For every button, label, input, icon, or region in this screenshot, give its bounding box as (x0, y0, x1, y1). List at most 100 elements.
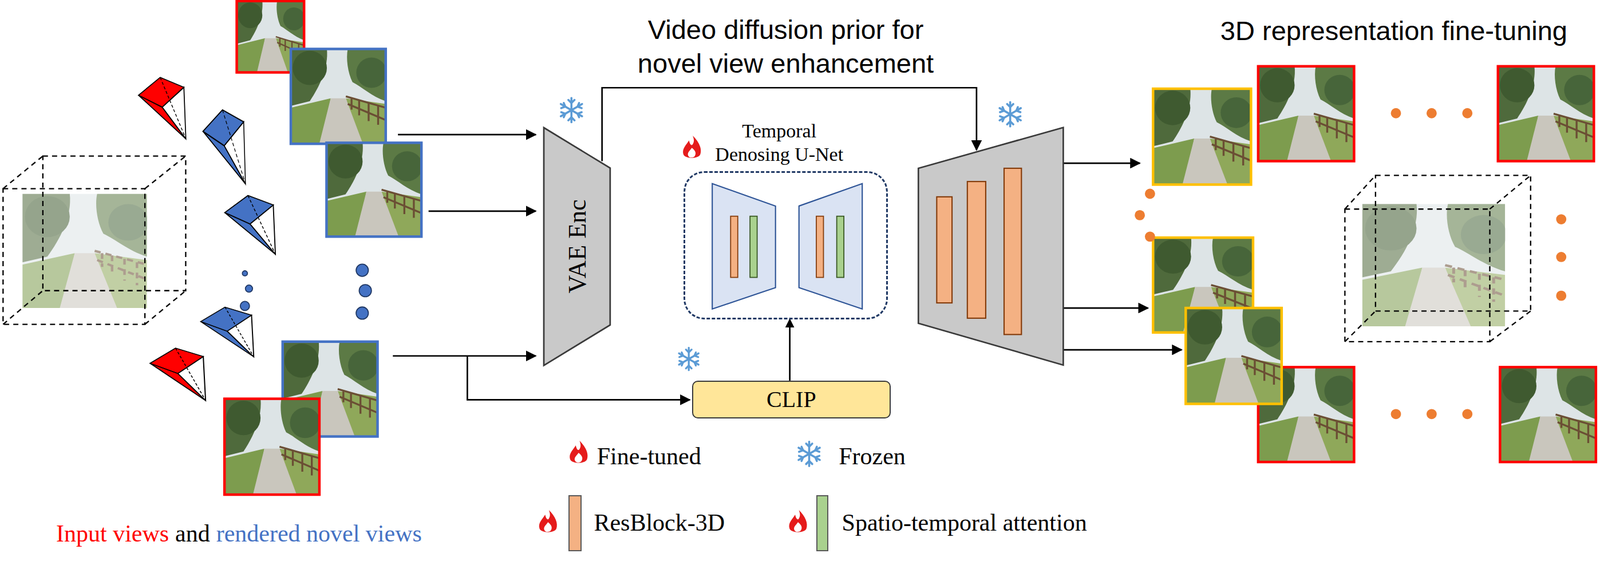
enhanced-views (1152, 66, 1597, 462)
enhanced-views-part (1499, 366, 1596, 462)
camera-frustums-part (149, 348, 206, 401)
enhanced-views-part (1152, 88, 1251, 185)
right-scene-cube-part (1344, 208, 1490, 342)
legend-label: Spatio-temporal attention (842, 508, 1088, 537)
node-label: VAE Enc (562, 199, 592, 294)
ellipsis-dots-part (356, 263, 369, 276)
enhanced-views-part (1499, 366, 1597, 462)
input-and-rendered-views-part (326, 142, 422, 237)
caption-row: Input viewsandrendered novel views (56, 518, 422, 549)
ellipsis-dots-part (356, 306, 369, 319)
ellipsis-dots (240, 263, 372, 319)
orange-ellipsis-part (1555, 290, 1567, 302)
unet-box: Temporal Denosing U-Net (683, 171, 888, 319)
left-scene-cube-part (2, 188, 145, 325)
right-scene-cube-part (1344, 175, 1531, 342)
enhanced-views-part (1258, 66, 1355, 162)
status-icons-part (682, 135, 701, 158)
input-and-rendered-views (224, 1, 423, 495)
legend-label: Fine-tuned (597, 442, 702, 470)
vae-decoder-part (918, 127, 1064, 366)
flow-arrows-part (1063, 307, 1148, 310)
vae-decoder-part (936, 196, 952, 303)
orange-ellipsis-part (1555, 214, 1567, 225)
ellipsis-dots-part (358, 284, 371, 297)
left-scene-cube (2, 156, 186, 325)
enhanced-views-part (1152, 88, 1252, 185)
camera-frustums-part (203, 109, 246, 184)
status-icons (539, 97, 1021, 533)
unet-trapezoids-part (816, 216, 824, 278)
caption-part: and (175, 518, 211, 549)
orange-ellipsis-part (1426, 408, 1437, 420)
ellipsis-dots-part (245, 285, 253, 292)
enhanced-views-part (1185, 307, 1282, 404)
clip-box: CLIP (692, 380, 892, 419)
legend-swatch (816, 495, 829, 552)
enhanced-views-part (1185, 307, 1283, 404)
camera-frustums (138, 77, 276, 401)
unet-trapezoids-part (712, 183, 776, 310)
unet-trapezoids-part (799, 183, 863, 310)
input-and-rendered-views-part (290, 49, 386, 145)
caption-part: rendered novel views (216, 518, 422, 549)
vae-decoder-part (967, 181, 986, 319)
ellipsis-dots-part (242, 270, 248, 276)
section-title: 3D representation fine-tuning (1220, 14, 1568, 49)
status-icons-part (788, 510, 807, 533)
node-label: Temporal Denosing U-Net (706, 119, 852, 167)
caption-part: Input views (56, 518, 169, 549)
orange-ellipsis-part (1391, 108, 1402, 119)
encoder-trapezoid: VAE Enc (543, 127, 611, 366)
right-scene-cube-part (1375, 175, 1531, 311)
status-icons-part (569, 440, 588, 464)
legend-swatch (568, 495, 582, 552)
legend-label: ResBlock-3D (593, 508, 725, 537)
orange-ellipsis-part (1144, 231, 1156, 242)
status-icons-part (678, 347, 699, 370)
enhanced-views-part (1258, 66, 1355, 162)
flow-arrows-part (1063, 349, 1182, 351)
camera-frustums-part (200, 307, 255, 358)
status-icons-part (999, 101, 1021, 127)
flow-arrows-part (428, 210, 536, 212)
flow-arrows (392, 87, 1182, 400)
orange-ellipsis-part (1426, 108, 1437, 119)
orange-ellipsis (1134, 108, 1567, 420)
orange-ellipsis-part (1134, 210, 1145, 221)
right-scene-cube-part (1362, 203, 1507, 327)
status-icons-part (798, 441, 820, 466)
connector-arrow (788, 319, 791, 381)
unet-trapezoids-part (749, 216, 757, 278)
right-scene-cube (1344, 175, 1531, 342)
left-scene-cube-part (2, 156, 186, 325)
vae-decoder-part (1004, 168, 1022, 335)
input-and-rendered-views-part (224, 398, 320, 495)
flow-arrows-part (1063, 162, 1140, 165)
camera-frustums-part (224, 195, 276, 255)
node-label: CLIP (766, 385, 817, 413)
orange-ellipsis-part (1555, 251, 1567, 263)
left-scene-cube-part (42, 156, 187, 291)
enhanced-views-part (1498, 66, 1595, 162)
legend-label: Frozen (838, 442, 906, 470)
vae-decoder (918, 127, 1064, 366)
flow-arrows-part (397, 133, 536, 136)
orange-ellipsis-part (1144, 188, 1156, 200)
input-and-rendered-views-part (290, 49, 387, 145)
orange-ellipsis-part (1391, 408, 1402, 420)
ellipsis-dots-part (240, 301, 250, 311)
status-icons-part (539, 510, 557, 533)
flow-arrows-part (392, 354, 536, 357)
unet-trapezoids-part (836, 216, 844, 278)
input-and-rendered-views-part (326, 142, 422, 237)
section-title: Video diffusion prior for novel view enh… (631, 13, 941, 81)
enhanced-views-part (1498, 66, 1595, 162)
encoder-shape (543, 127, 611, 366)
camera-frustums-part (138, 77, 187, 139)
unet-trapezoids-part (730, 216, 738, 278)
unet-trapezoids (712, 183, 863, 310)
